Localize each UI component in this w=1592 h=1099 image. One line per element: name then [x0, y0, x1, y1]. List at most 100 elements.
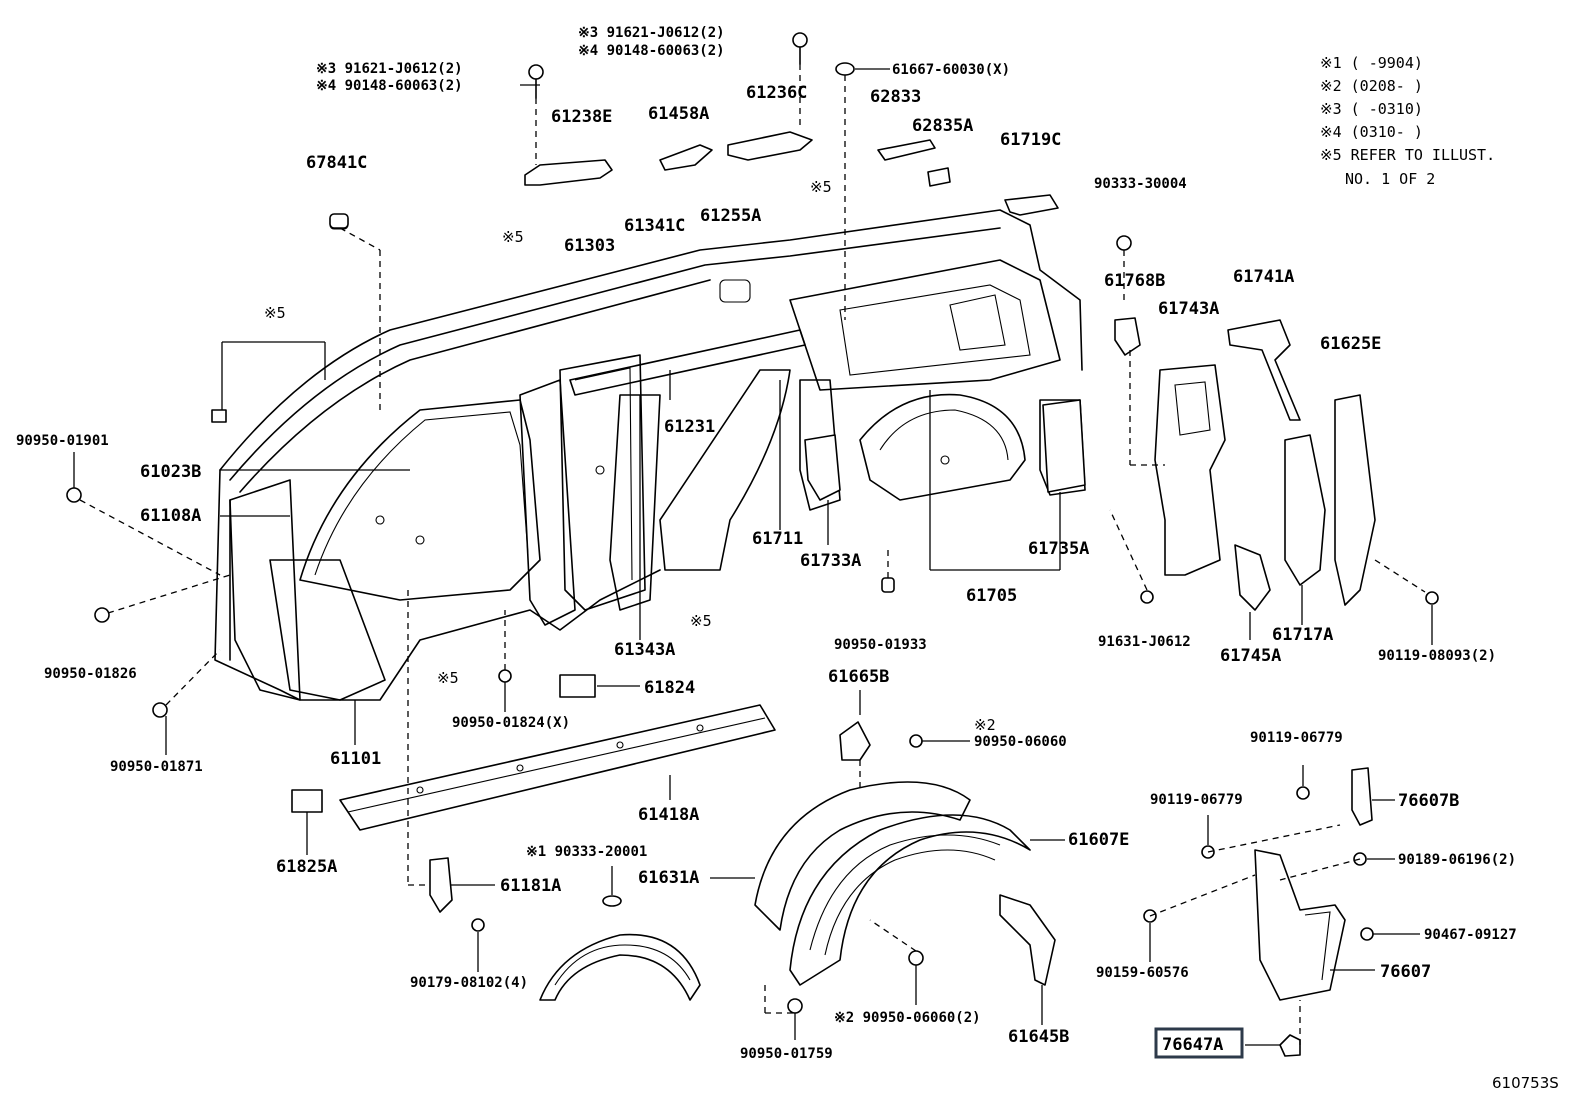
label-61023B: 61023B — [140, 462, 201, 482]
label-76607: 76607 — [1380, 962, 1431, 982]
bolt-icon — [528, 64, 544, 99]
label-61458A: 61458A — [648, 104, 709, 124]
bracket-61181A — [429, 857, 453, 913]
label-90119-06779-a: 90119-06779 — [1250, 730, 1343, 746]
label-61607E: 61607E — [1068, 830, 1129, 850]
label-90950-06060-2: ※2 90950-06060(2) — [834, 1010, 981, 1026]
label-61745A: 61745A — [1220, 646, 1281, 666]
label-90148-a: ※4 90148-60063(2) — [316, 78, 463, 94]
legend-line-6: NO. 1 OF 2 — [1345, 170, 1435, 188]
leader-lines — [73, 64, 1433, 1046]
label-61341C: 61341C — [624, 216, 685, 236]
label-61236C: 61236C — [746, 83, 807, 103]
top-brackets — [211, 32, 1059, 423]
label-61733A: 61733A — [800, 551, 861, 571]
grommet-icon — [66, 487, 82, 503]
bolt-icon — [1425, 591, 1439, 605]
legend-line-1: ※1 ( -9904) — [1320, 54, 1423, 72]
legend: ※1 ( -9904) ※2 (0208- ) ※3 ( -0310) ※4 (… — [1320, 54, 1495, 188]
diagram-reference-code: 610753S — [1492, 1074, 1559, 1092]
plug-icon — [909, 734, 923, 748]
label-90950-06060: 90950-06060 — [974, 734, 1067, 750]
label-61824: 61824 — [644, 678, 695, 698]
label-90467: 90467-09127 — [1424, 927, 1517, 943]
label-90950-01826: 90950-01826 — [44, 666, 137, 682]
label-90119-06779-b: 90119-06779 — [1150, 792, 1243, 808]
label-67841C: 67841C — [306, 153, 367, 173]
label-62833: 62833 — [870, 87, 921, 107]
label-62835A: 62835A — [912, 116, 973, 136]
highlight-box — [1154, 1027, 1244, 1059]
label-61719C: 61719C — [1000, 130, 1061, 150]
fasteners — [66, 235, 1439, 1014]
label-61255A: 61255A — [700, 206, 761, 226]
label-90179: 90179-08102(4) — [410, 975, 528, 991]
label-76607B: 76607B — [1398, 791, 1459, 811]
label-61667: 61667-60030(X) — [892, 62, 1010, 78]
clip-icon — [1279, 1034, 1301, 1057]
label-61768B: 61768B — [1104, 271, 1165, 291]
label-ref5-c: ※5 — [264, 304, 286, 322]
label-ref2-a: ※2 — [974, 716, 996, 734]
label-61645B: 61645B — [1008, 1027, 1069, 1047]
label-90950-01824: 90950-01824(X) — [452, 715, 570, 731]
rocker-sill — [339, 704, 776, 831]
label-61625E: 61625E — [1320, 334, 1381, 354]
bolt-icon — [1296, 786, 1310, 800]
nut-icon — [471, 918, 485, 932]
label-90189: 90189-06196(2) — [1398, 852, 1516, 868]
nut-icon — [498, 669, 512, 683]
label-61741A: 61741A — [1233, 267, 1294, 287]
wheel-house-liners — [539, 721, 1056, 1001]
label-90333-20001: ※1 90333-20001 — [526, 844, 647, 860]
label-90159: 90159-60576 — [1096, 965, 1189, 981]
legend-line-2: ※2 (0208- ) — [1320, 77, 1423, 95]
label-61181A: 61181A — [500, 876, 561, 896]
body-side-outer-panel — [214, 209, 1086, 701]
label-61231: 61231 — [664, 417, 715, 437]
label-ref5-d: ※5 — [690, 612, 712, 630]
plug-icon — [787, 998, 803, 1014]
label-61631A: 61631A — [638, 868, 699, 888]
label-61418A: 61418A — [638, 805, 699, 825]
label-61711: 61711 — [752, 529, 803, 549]
label-90950-01933: 90950-01933 — [834, 637, 927, 653]
label-61705: 61705 — [966, 586, 1017, 606]
grommet-icon — [152, 702, 168, 718]
label-90333-30004: 90333-30004 — [1094, 176, 1187, 192]
label-ref5-b: ※5 — [502, 228, 524, 246]
label-61238E: 61238E — [551, 107, 612, 127]
rear-panels — [804, 317, 1376, 611]
label-61303: 61303 — [564, 236, 615, 256]
label-90950-01871: 90950-01871 — [110, 759, 203, 775]
label-90950-01901: 90950-01901 — [16, 433, 109, 449]
label-61743A: 61743A — [1158, 299, 1219, 319]
label-91631: 91631-J0612 — [1098, 634, 1191, 650]
clip-icon — [1360, 927, 1374, 941]
bolt-icon — [792, 32, 808, 65]
callout-labels: ※3 91621-J0612(2) ※4 90148-60063(2) ※3 9… — [16, 25, 1559, 1092]
label-90119-08093: 90119-08093(2) — [1378, 648, 1496, 664]
label-ref5-a: ※5 — [810, 178, 832, 196]
legend-line-4: ※4 (0310- ) — [1320, 123, 1423, 141]
label-61717A: 61717A — [1272, 625, 1333, 645]
bolt-icon — [1140, 590, 1154, 604]
grommet-icon — [94, 607, 110, 623]
plug-icon — [908, 950, 924, 966]
label-90950-01759: 90950-01759 — [740, 1046, 833, 1062]
pads — [291, 674, 596, 813]
label-91621-a: ※3 91621-J0612(2) — [316, 61, 463, 77]
legend-line-5: ※5 REFER TO ILLUST. — [1320, 146, 1495, 164]
label-76647A[interactable]: 76647A — [1162, 1035, 1223, 1055]
label-61825A: 61825A — [276, 857, 337, 877]
label-61343A: 61343A — [614, 640, 675, 660]
label-61665B: 61665B — [828, 667, 889, 687]
legend-line-3: ※3 ( -0310) — [1320, 100, 1423, 118]
label-ref5-e: ※5 — [437, 669, 459, 687]
plug-icon — [881, 577, 895, 593]
label-90148-b: ※4 90148-60063(2) — [578, 43, 725, 59]
label-61108A: 61108A — [140, 506, 201, 526]
plug-icon — [1116, 235, 1132, 251]
label-61735A: 61735A — [1028, 539, 1089, 559]
